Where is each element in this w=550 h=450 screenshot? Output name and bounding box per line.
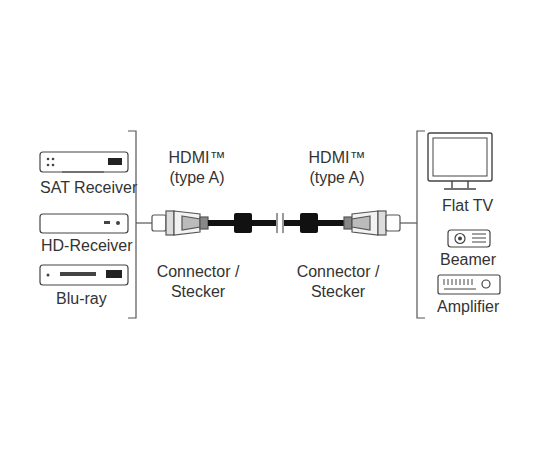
connector-type-label: HDMI™ (type A) (157, 148, 237, 188)
device-label: SAT Receiver (40, 178, 150, 198)
device-label: Amplifier (437, 297, 542, 317)
device-label: Blu-ray (56, 289, 166, 309)
connector-label: Connector / Stecker (290, 262, 386, 302)
connector-label: Connector / Stecker (150, 262, 246, 302)
device-label: Beamer (440, 250, 540, 270)
device-label: HD-Receiver (41, 236, 151, 256)
device-label: Flat TV (442, 196, 542, 216)
connector-type-label: HDMI™ (type A) (297, 148, 377, 188)
